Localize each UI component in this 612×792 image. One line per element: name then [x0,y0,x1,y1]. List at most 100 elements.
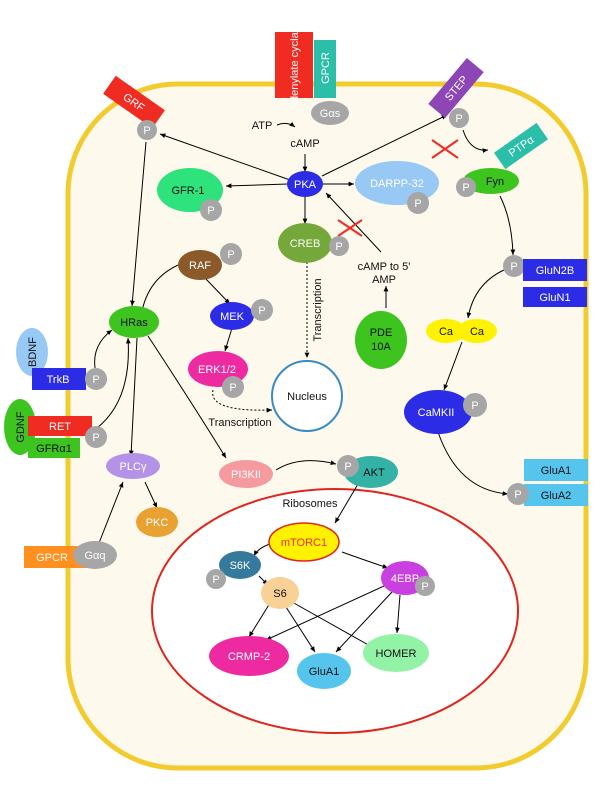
gaq-node [73,541,117,569]
plcg-node [106,453,160,479]
glun2b-phospho [503,255,525,277]
s6-label: S6 [273,588,286,600]
akt-label: AKT [363,467,385,479]
camp-to-amp-line1: cAMP to 5' [358,261,411,273]
pde10a-label-1: PDE [370,327,393,339]
ca-node-2 [457,319,497,343]
edge-trkb-hras [94,329,113,369]
ca-node-1 [426,319,466,343]
ret-phospho [85,426,107,448]
gpcr-bottom-label: GPCR [36,552,68,564]
phospho-label: P [335,241,342,253]
grf-phospho [137,120,157,140]
gfr1-label: GFR-1 [172,185,205,197]
edge-pi3k-akt [275,460,337,471]
pkc-node [136,507,178,537]
transcription-bottom-label: Transcription [208,417,271,429]
glua1-ribo-label: GluA1 [309,666,340,678]
edge-fyn-glun2b [499,195,516,256]
edge-4ebp-crmp2 [265,585,385,641]
edge-raf-mek [204,277,231,305]
edge-4ebp-glua1 [335,591,393,653]
erk12-label: ERK1/2 [198,364,236,376]
edge-step-ptpa [462,129,489,153]
edge-pka-gfr1 [225,183,289,189]
mek-label: MEK [220,311,245,323]
akt-phospho [337,455,359,477]
mek-phospho [251,299,273,321]
pkc-label: PKC [146,517,169,529]
edge-mek-erk [224,327,233,352]
pka-node [287,171,323,197]
crmp2-label: CRMP-2 [228,651,270,663]
nucleus-label: Nucleus [287,391,327,403]
edge-glun2b-ca [466,269,505,319]
raf-label: RAF [189,260,211,272]
creb-node [278,223,332,263]
edge-ret-hras [96,337,131,429]
pde10a-node [355,311,407,369]
trkb-label: TrkB [47,374,70,386]
hras-node [109,306,159,338]
edge-mtorc1-4ebp [341,551,389,569]
erk12-phospho [222,376,244,398]
edge-ca-camkii [443,341,463,391]
glua2-phospho [507,483,529,505]
glun1-node [523,287,587,307]
camkii-node [404,390,472,434]
mek-node [210,302,254,330]
edge-4ebp-homer [395,594,401,634]
s6k-label: S6K [230,560,251,572]
step-phospho [449,108,469,128]
grf-receptor: GRF [103,75,165,129]
darpp32-phospho [407,192,429,214]
phospho-label: P [92,374,99,386]
ca-label-1: Ca [439,326,454,338]
nucleus-node [271,360,343,432]
edge-gaq-plcg [98,481,124,544]
phospho-labels: P P P P P P P P P P P P P P P P P [92,113,521,593]
s6k-phospho [206,569,226,589]
camkii-label: CaMKII [418,407,455,419]
raf-node [178,250,222,280]
phospho-label: P [421,581,428,593]
inhibition-marks [337,139,459,237]
ribosomes-region [151,488,519,734]
bdnf-node [16,328,48,376]
homer-node [363,634,429,672]
phospho-label: P [212,574,219,586]
mtorc1-label: mTORC1 [281,537,327,549]
edge-camkii-glua2 [437,431,509,496]
phospho-label: P [455,113,462,125]
glun2b-node [523,259,587,281]
inhibit-cross-pde-pka-2 [337,219,363,237]
atp-label: ATP [252,120,273,132]
edge-pka-grf [159,133,291,181]
adenylate-cyclase-label: Adenylate cyclase [289,21,301,110]
homer-label: HOMER [376,648,417,660]
creb-phospho [329,236,349,256]
edge-s6-homer [291,601,373,648]
hras-label: HRas [120,317,148,329]
plcg-label: PLCγ [120,461,147,473]
trkb-node [32,368,86,390]
gfra1-node [28,438,80,458]
s6-node [261,577,299,609]
phospho-label: P [344,461,351,473]
phospho-label: P [414,198,421,210]
gas-node [311,101,349,125]
crmp2-node [209,636,289,676]
pi3kii-node [219,460,273,488]
inhibit-cross-step-ptpa-2 [431,139,459,159]
transcription-vertical-label: Transcription [312,278,324,341]
phospho-label: P [92,432,99,444]
glua2-node [524,484,588,506]
ret-node [28,416,92,436]
phospho-label: P [514,489,521,501]
phospho-label: P [143,125,150,137]
gdnf-label: GDNF [15,411,27,442]
camp-to-amp-line2: AMP [372,274,396,286]
edge-atp-camp [276,121,296,128]
darpp32-label: DARPP-32 [370,178,424,190]
